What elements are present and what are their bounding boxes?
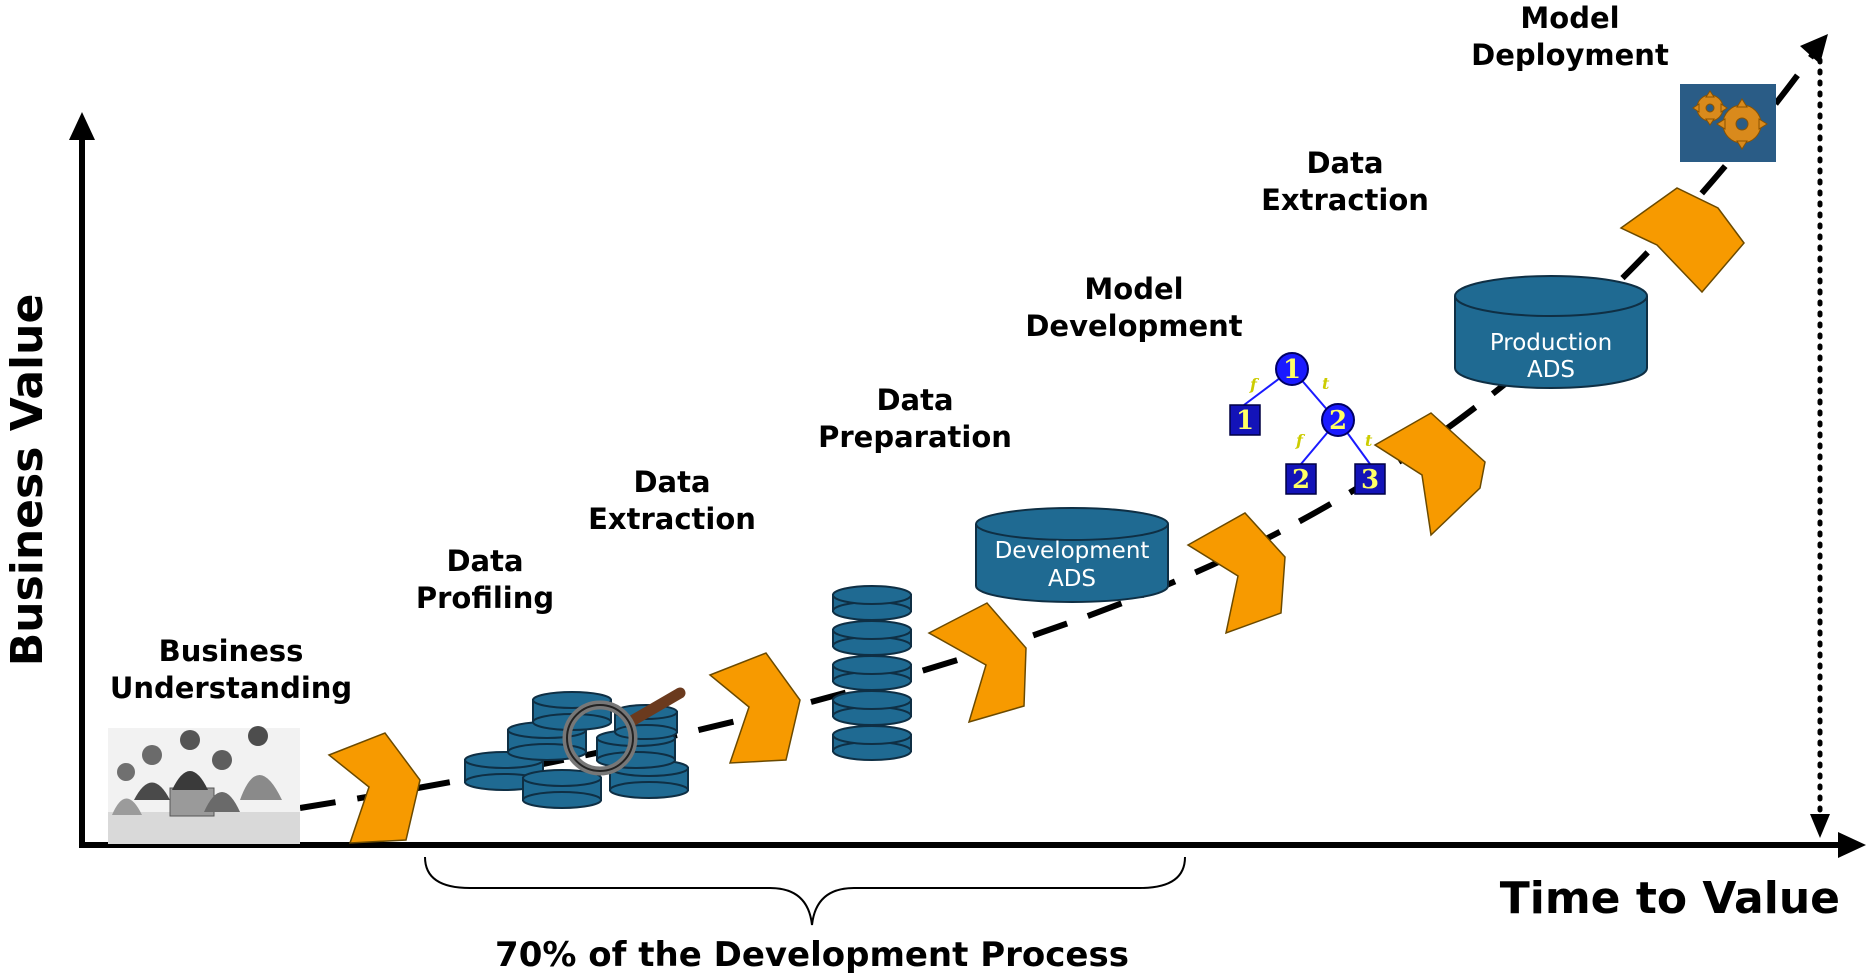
tree-node-2-label: 2 <box>1329 406 1347 436</box>
development-ads-label-line2: ADS <box>1048 566 1096 592</box>
value-curve <box>299 40 1825 811</box>
x-axis <box>79 832 1866 858</box>
svg-text:Extraction: Extraction <box>1261 183 1429 217</box>
tree-leaf-3 <box>1354 463 1386 495</box>
stage-label-data-extraction-1: Data Extraction <box>588 465 756 536</box>
stage-label-business-understanding: Business Understanding <box>110 634 352 705</box>
tree-edge-label-t1: t <box>1322 374 1330 393</box>
svg-text:Understanding: Understanding <box>110 671 352 705</box>
chevron-1 <box>327 732 421 844</box>
tree-edge-label-t2: t <box>1365 431 1373 450</box>
stage-label-data-profiling: Data Profiling <box>416 544 554 615</box>
stage-label-model-development: Model Development <box>1025 272 1242 343</box>
brace <box>424 856 1186 926</box>
tree-leaf-3-label: 3 <box>1361 465 1379 495</box>
x-axis-label: Time to Value <box>1500 873 1840 924</box>
svg-text:Preparation: Preparation <box>818 420 1012 454</box>
svg-text:Profiling: Profiling <box>416 581 554 615</box>
brace-label: 70% of the Development Process <box>495 935 1129 975</box>
chevron-4 <box>1186 512 1286 635</box>
tree-node-2 <box>1321 403 1355 437</box>
y-axis <box>69 112 95 845</box>
svg-text:Data: Data <box>633 465 710 499</box>
development-ads-cylinder: Development ADS <box>975 507 1169 603</box>
gear-icon-large <box>1716 98 1768 150</box>
time-to-value-marker <box>1810 57 1830 838</box>
data-extraction-stack <box>832 585 912 761</box>
tree-leaf-1-label: 1 <box>1236 406 1254 436</box>
chevron-2 <box>708 652 801 764</box>
production-ads-cylinder: Production ADS <box>1454 275 1648 389</box>
production-ads-label-line1: Production <box>1490 330 1612 356</box>
svg-text:Model: Model <box>1520 1 1619 35</box>
production-ads-label-line2: ADS <box>1527 357 1575 383</box>
svg-text:Model: Model <box>1084 272 1183 306</box>
decision-tree: 1 2 1 2 3 f t f t <box>1229 352 1386 495</box>
tree-edge-label-f2: f <box>1295 431 1306 450</box>
stage-label-data-preparation: Data Preparation <box>818 383 1012 454</box>
svg-text:Extraction: Extraction <box>588 502 756 536</box>
chevrons <box>327 187 1745 844</box>
stage-label-data-extraction-2: Data Extraction <box>1261 146 1429 217</box>
svg-text:Data: Data <box>446 544 523 578</box>
gears-image <box>1680 84 1776 162</box>
tree-leaf-2 <box>1285 463 1317 495</box>
chevron-5 <box>1373 412 1486 537</box>
svg-text:Deployment: Deployment <box>1471 38 1669 72</box>
chevron-6 <box>1619 187 1745 294</box>
business-team-image <box>108 726 300 844</box>
value-curve-arrowhead <box>1800 34 1828 64</box>
svg-text:Development: Development <box>1025 309 1242 343</box>
svg-text:Data: Data <box>1306 146 1383 180</box>
chevron-3 <box>927 602 1027 724</box>
development-ads-label-line1: Development <box>995 538 1150 564</box>
stage-label-model-deployment: Model Deployment <box>1471 1 1669 72</box>
tree-leaf-2-label: 2 <box>1292 465 1310 495</box>
y-axis-label: Business Value <box>2 294 53 667</box>
svg-text:Business: Business <box>159 634 304 668</box>
svg-text:Data: Data <box>876 383 953 417</box>
tree-node-1 <box>1275 352 1309 386</box>
tree-leaf-1 <box>1229 404 1261 436</box>
tree-edge-label-f1: f <box>1249 375 1260 394</box>
magnifier-icon <box>562 687 686 776</box>
tree-node-1-label: 1 <box>1283 355 1301 385</box>
gear-icon <box>1692 90 1728 126</box>
